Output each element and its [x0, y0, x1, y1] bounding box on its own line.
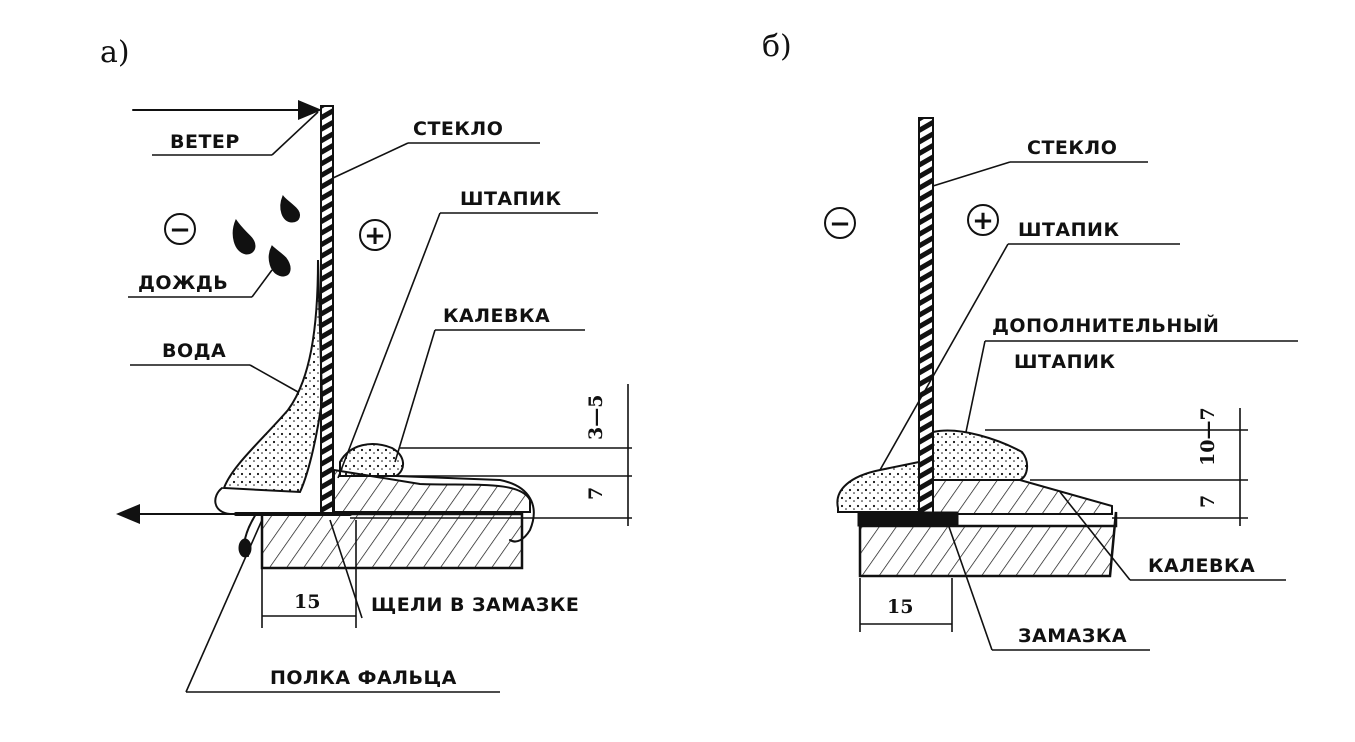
dim-width-a: 15 — [294, 591, 320, 613]
label-wind: ВЕТЕР — [170, 131, 240, 153]
label-bead: ШТАПИК — [460, 188, 561, 210]
molding-outline — [395, 475, 535, 543]
svg-text:+: + — [972, 206, 994, 236]
plus-sign-b: + — [967, 204, 999, 236]
dim-gap-b: 10—7 — [1197, 407, 1219, 466]
glass-pane — [320, 105, 334, 515]
molding-leader — [394, 329, 436, 463]
inner-bead — [932, 479, 1113, 515]
dim-height-b: 7 — [1197, 495, 1219, 508]
plus-sign: + — [359, 219, 391, 251]
bead-leader — [337, 212, 441, 479]
glass-pane-b — [918, 117, 934, 515]
water-leader — [249, 364, 299, 393]
rain-leader — [251, 269, 273, 298]
label-molding: КАЛЕВКА — [443, 305, 550, 327]
svg-text:+: + — [364, 221, 386, 251]
label-water: ВОДА — [162, 340, 226, 362]
label-extra-bead-1: ДОПОЛНИТЕЛЬНЫЙ — [992, 314, 1219, 337]
wind-leader — [271, 111, 319, 156]
rain-drops-icon — [232, 194, 300, 277]
label-rebate-shelf: ПОЛКА ФАЛЬЦА — [270, 667, 457, 689]
glass-leader — [332, 142, 409, 179]
putty-gaps-leader — [329, 519, 363, 619]
molding-b-leader — [1059, 491, 1131, 581]
glass-b-leader — [932, 161, 1011, 187]
bead-b-leader — [879, 243, 1009, 471]
putty-strip — [857, 511, 959, 527]
panel-a-letter: а) — [100, 35, 130, 70]
extra-bead-leader — [965, 340, 986, 433]
molding-bump — [339, 443, 404, 477]
rebate-shelf-leader — [185, 519, 263, 693]
dimension-lines-a — [261, 384, 632, 628]
svg-text:−: − — [169, 215, 191, 245]
label-glass: СТЕКЛО — [413, 118, 503, 140]
minus-sign: − — [164, 213, 196, 245]
minus-sign-b: − — [824, 207, 856, 239]
label-putty: ЗАМАЗКА — [1018, 625, 1127, 647]
extra-bead — [932, 429, 1028, 481]
label-molding-b: КАЛЕВКА — [1148, 555, 1255, 577]
panel-b: б) СТЕКЛО − + ШТАПИК ДОПОЛНИТЕЛЬНЫЙ ШТАП… — [762, 29, 1298, 651]
sash-frame-b — [858, 511, 1118, 578]
label-extra-bead-2: ШТАПИК — [1014, 351, 1115, 373]
panel-a: а) ВЕТЕР СТЕКЛО − + ДОЖДЬ ШТАПИК — [100, 35, 632, 693]
panel-b-letter: б) — [762, 29, 792, 64]
outer-bead — [836, 460, 920, 513]
label-bead-b: ШТАПИК — [1018, 219, 1119, 241]
dim-height-a: 7 — [585, 487, 607, 500]
label-glass-b: СТЕКЛО — [1027, 137, 1117, 159]
putty-leader — [947, 523, 993, 651]
water-film — [222, 259, 324, 494]
label-rain: ДОЖДЬ — [138, 272, 228, 294]
label-putty-gaps: ЩЕЛИ В ЗАМАЗКЕ — [371, 594, 579, 616]
dim-gap-a: 3—5 — [585, 395, 607, 440]
dimension-lines-b — [859, 408, 1248, 632]
svg-text:−: − — [829, 209, 851, 239]
dim-width-b: 15 — [887, 596, 913, 618]
sash-frame — [260, 512, 524, 570]
